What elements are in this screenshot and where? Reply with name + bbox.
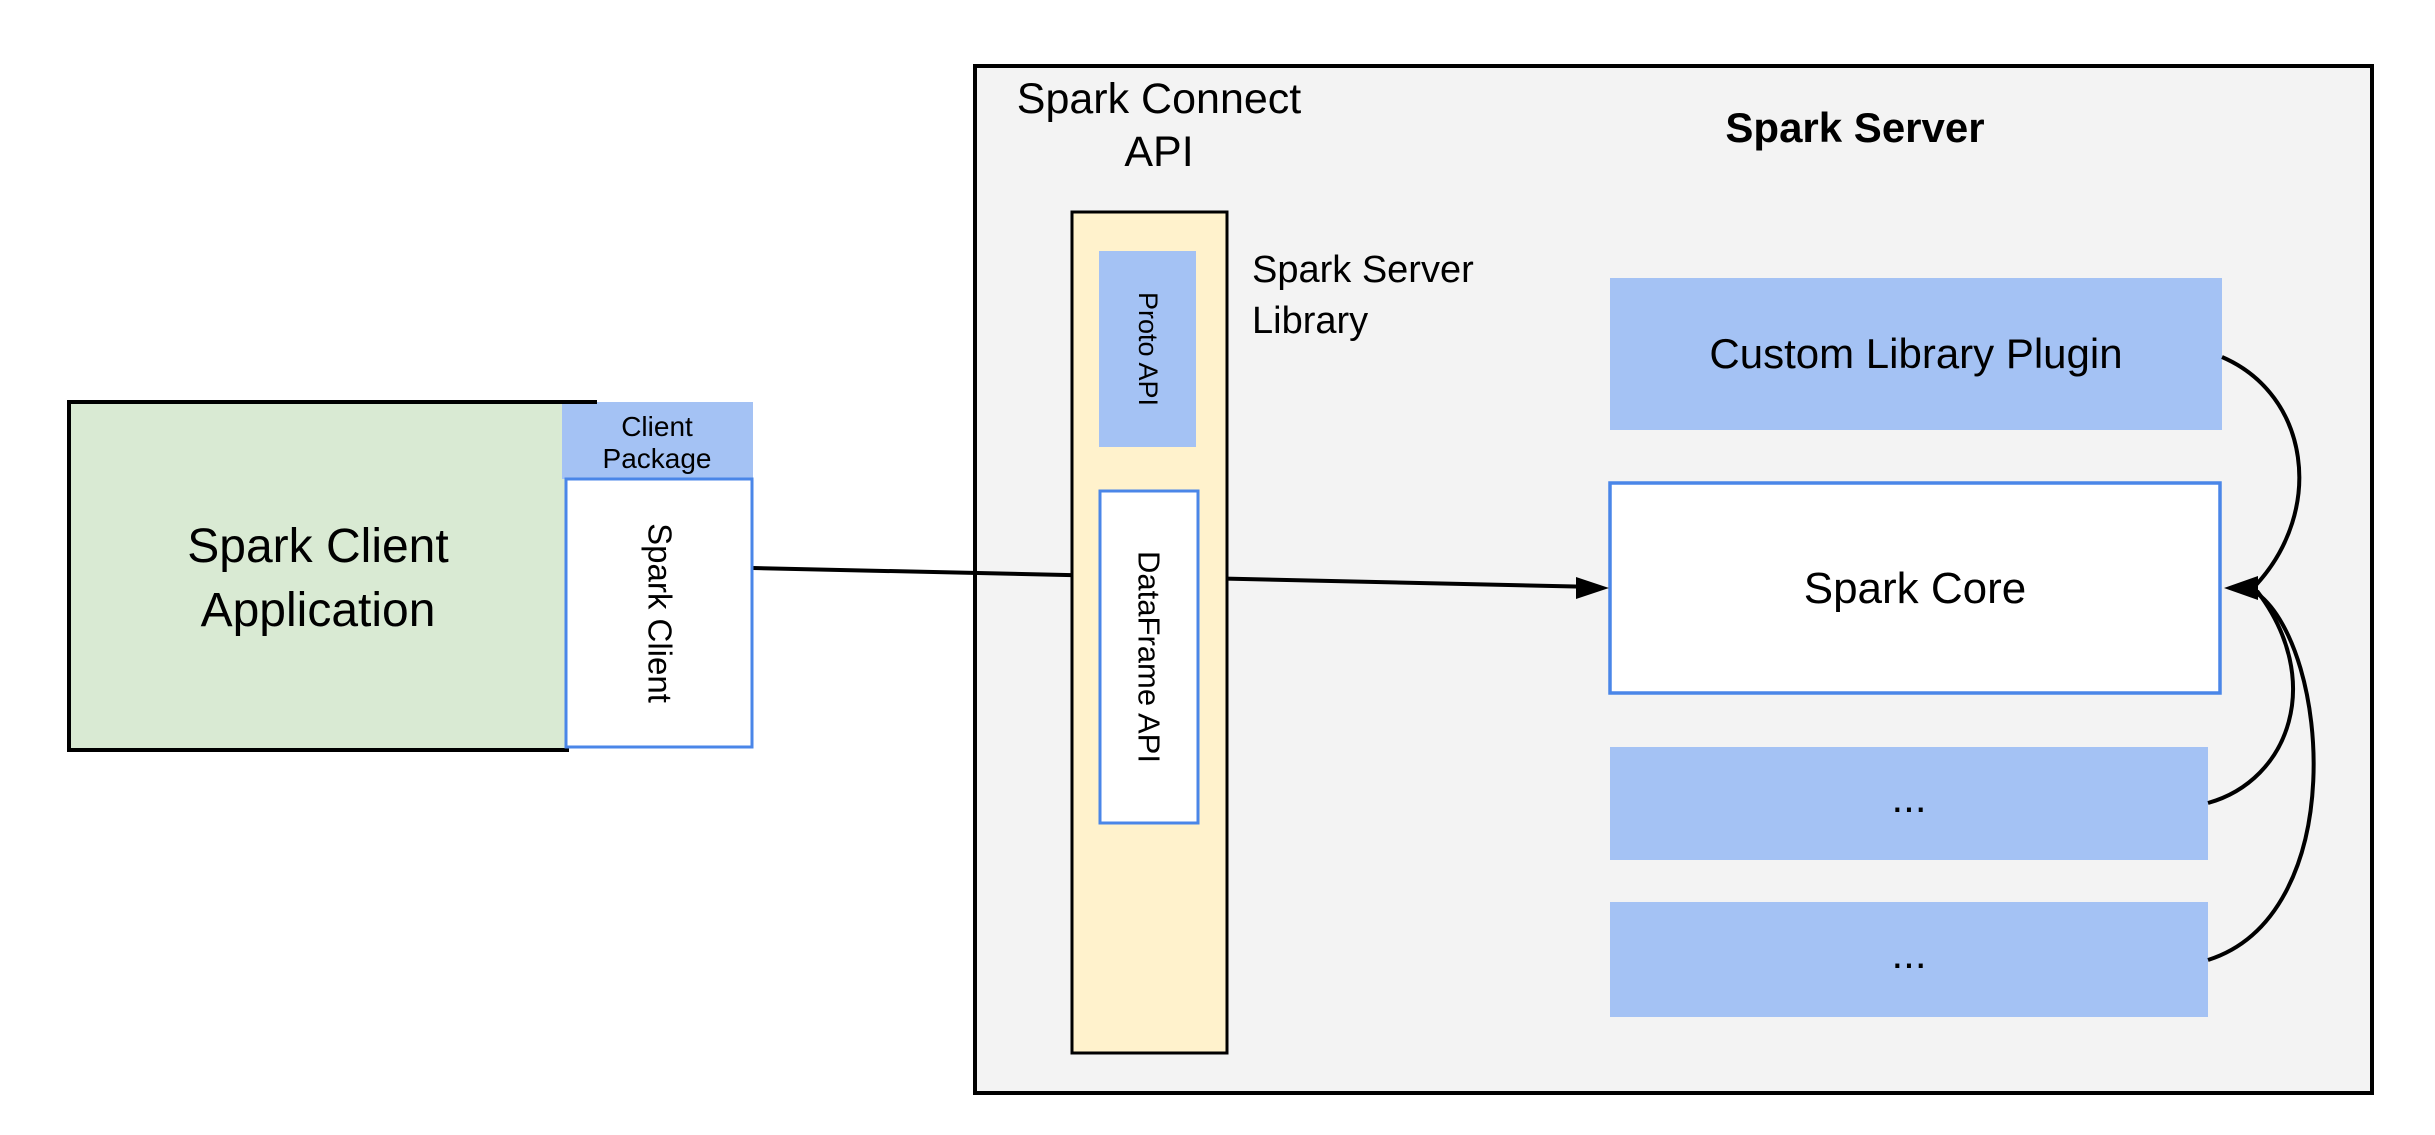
custom-library-plugin-label: Custom Library Plugin	[1709, 330, 2122, 377]
spark-client-application-label-line1: Spark Client	[187, 520, 448, 573]
spark-connect-api-label-line2: API	[1124, 128, 1193, 176]
client-package-box	[562, 402, 753, 479]
extension1-to-core-arrow	[2207, 589, 2295, 805]
extension-box-1	[1610, 747, 2208, 860]
spark-core-box	[1608, 481, 2222, 695]
extension-box-1-label: ...	[1891, 774, 1926, 821]
proto-api-label: Proto API	[1133, 292, 1163, 406]
extension2-to-core-arrow	[2207, 592, 2316, 962]
spark-core-label: Spark Core	[1804, 564, 2027, 613]
arrowhead-into-core-right	[2224, 576, 2258, 600]
dataframe-api-label: DataFrame API	[1132, 551, 1167, 763]
spark-server-library-label-line1: Spark Server	[1252, 249, 1474, 291]
spark-connect-api-label-line1: Spark Connect	[1017, 75, 1301, 123]
spark-client-application-box	[67, 400, 569, 752]
extension-box-2	[1610, 902, 2208, 1017]
proto-api-box	[1099, 251, 1196, 447]
client-package-label-line1: Client	[621, 411, 693, 442]
spark-server-title: Spark Server	[1725, 104, 1984, 151]
custom-library-plugin-box	[1610, 278, 2222, 430]
spark-client-application-label-line2: Application	[201, 584, 436, 637]
spark-server-library-label-line2: Library	[1252, 300, 1368, 342]
extension-box-2-label: ...	[1891, 930, 1926, 977]
dataframe-api-box	[1098, 489, 1200, 825]
spark-client-box	[564, 477, 754, 749]
plugin-to-core-arrow	[2221, 355, 2302, 587]
client-package-label-line2: Package	[603, 443, 712, 474]
spark-client-label: Spark Client	[642, 523, 679, 703]
arrowhead-into-core-left	[1576, 577, 1609, 599]
